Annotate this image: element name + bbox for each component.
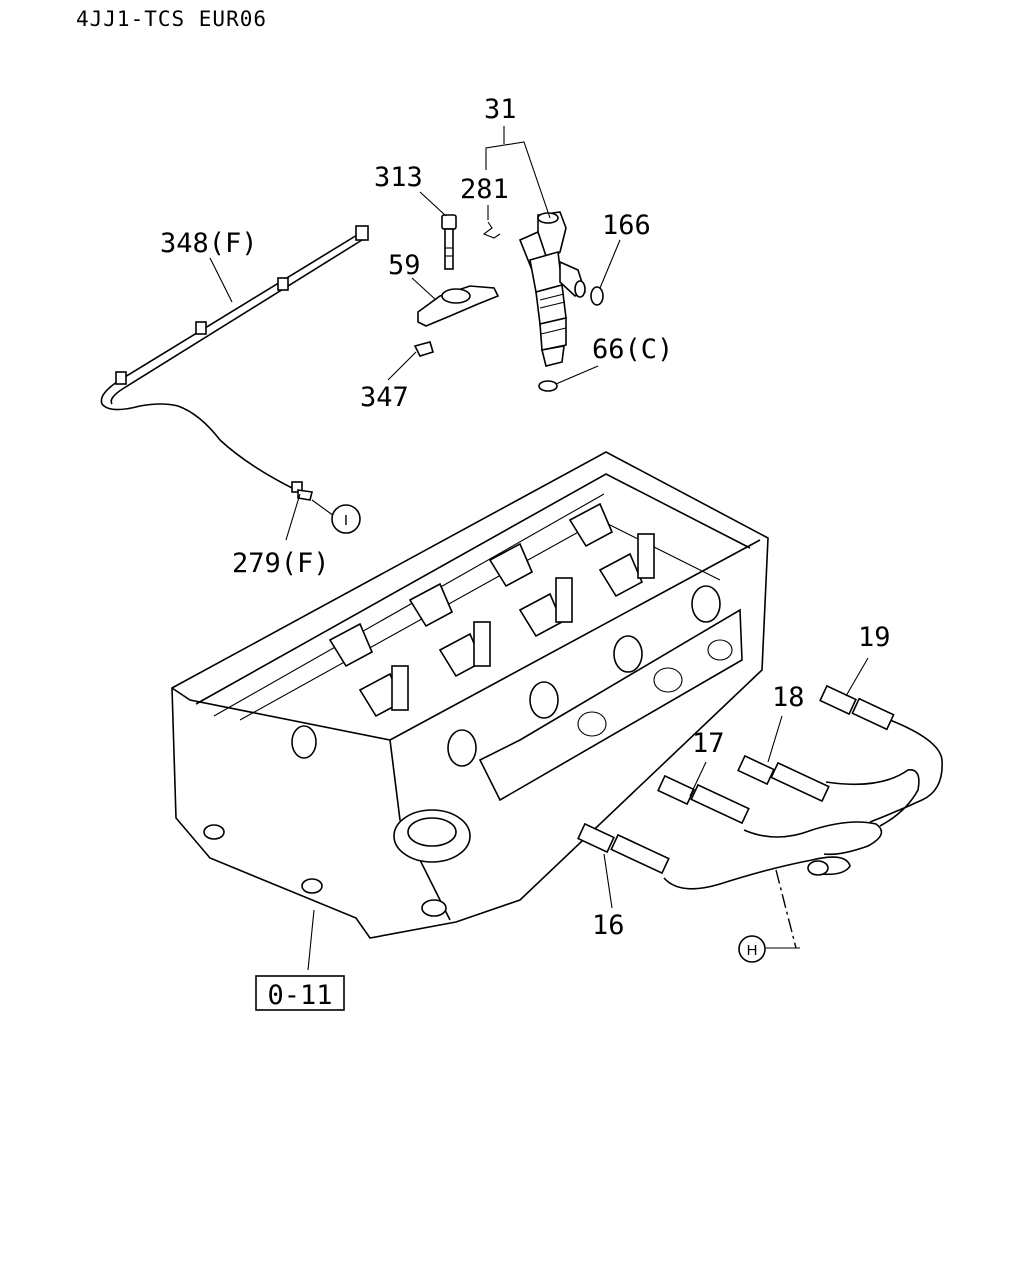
pipe-clamp [807, 860, 829, 876]
callout-313: 313 [374, 162, 423, 193]
ref-circle-i[interactable]: I [331, 504, 361, 534]
callout-16: 16 [592, 910, 625, 941]
leak-off-pipe-348f[interactable] [100, 225, 369, 493]
ref-circle-h[interactable]: H [738, 935, 766, 963]
callout-279f: 279(F) [232, 548, 330, 579]
injector-part[interactable] [518, 211, 586, 367]
head-bolt-bosses [391, 533, 655, 711]
callout-166: 166 [602, 210, 651, 241]
o-ring-166[interactable] [590, 286, 604, 306]
ref-box-label: 0-11 [267, 980, 332, 1011]
callout-31: 31 [484, 94, 517, 125]
diagram-title: 4JJ1-TCS EUR06 [76, 7, 267, 31]
clip-279f[interactable] [297, 489, 313, 501]
callout-18: 18 [772, 682, 805, 713]
hp-pipe-19[interactable] [819, 684, 943, 823]
clip-281[interactable] [482, 221, 501, 239]
callout-59: 59 [388, 250, 421, 281]
clamp-59[interactable] [417, 285, 500, 327]
thermostat-housing [393, 809, 471, 863]
ref-circle-h-label: H [747, 942, 758, 959]
cylinder-head[interactable] [171, 451, 769, 939]
callout-347: 347 [360, 382, 409, 413]
callout-19: 19 [858, 622, 891, 653]
camshaft-journals [328, 502, 644, 718]
hp-pipe-17[interactable] [657, 774, 883, 856]
callout-281: 281 [460, 174, 509, 205]
callout-348f: 348(F) [160, 228, 258, 259]
ports [291, 585, 743, 802]
leader-lines [209, 126, 869, 971]
ref-circle-i-label: I [344, 512, 348, 529]
ref-box-0-11[interactable]: 0-11 [255, 975, 345, 1011]
bolt-313[interactable] [441, 214, 457, 270]
hp-pipe-16[interactable] [577, 822, 851, 890]
hp-pipe-18[interactable] [737, 754, 920, 827]
callout-66c: 66(C) [592, 334, 673, 365]
washer-66c[interactable] [538, 380, 558, 392]
callout-17: 17 [692, 728, 725, 759]
part-347[interactable] [413, 341, 434, 357]
